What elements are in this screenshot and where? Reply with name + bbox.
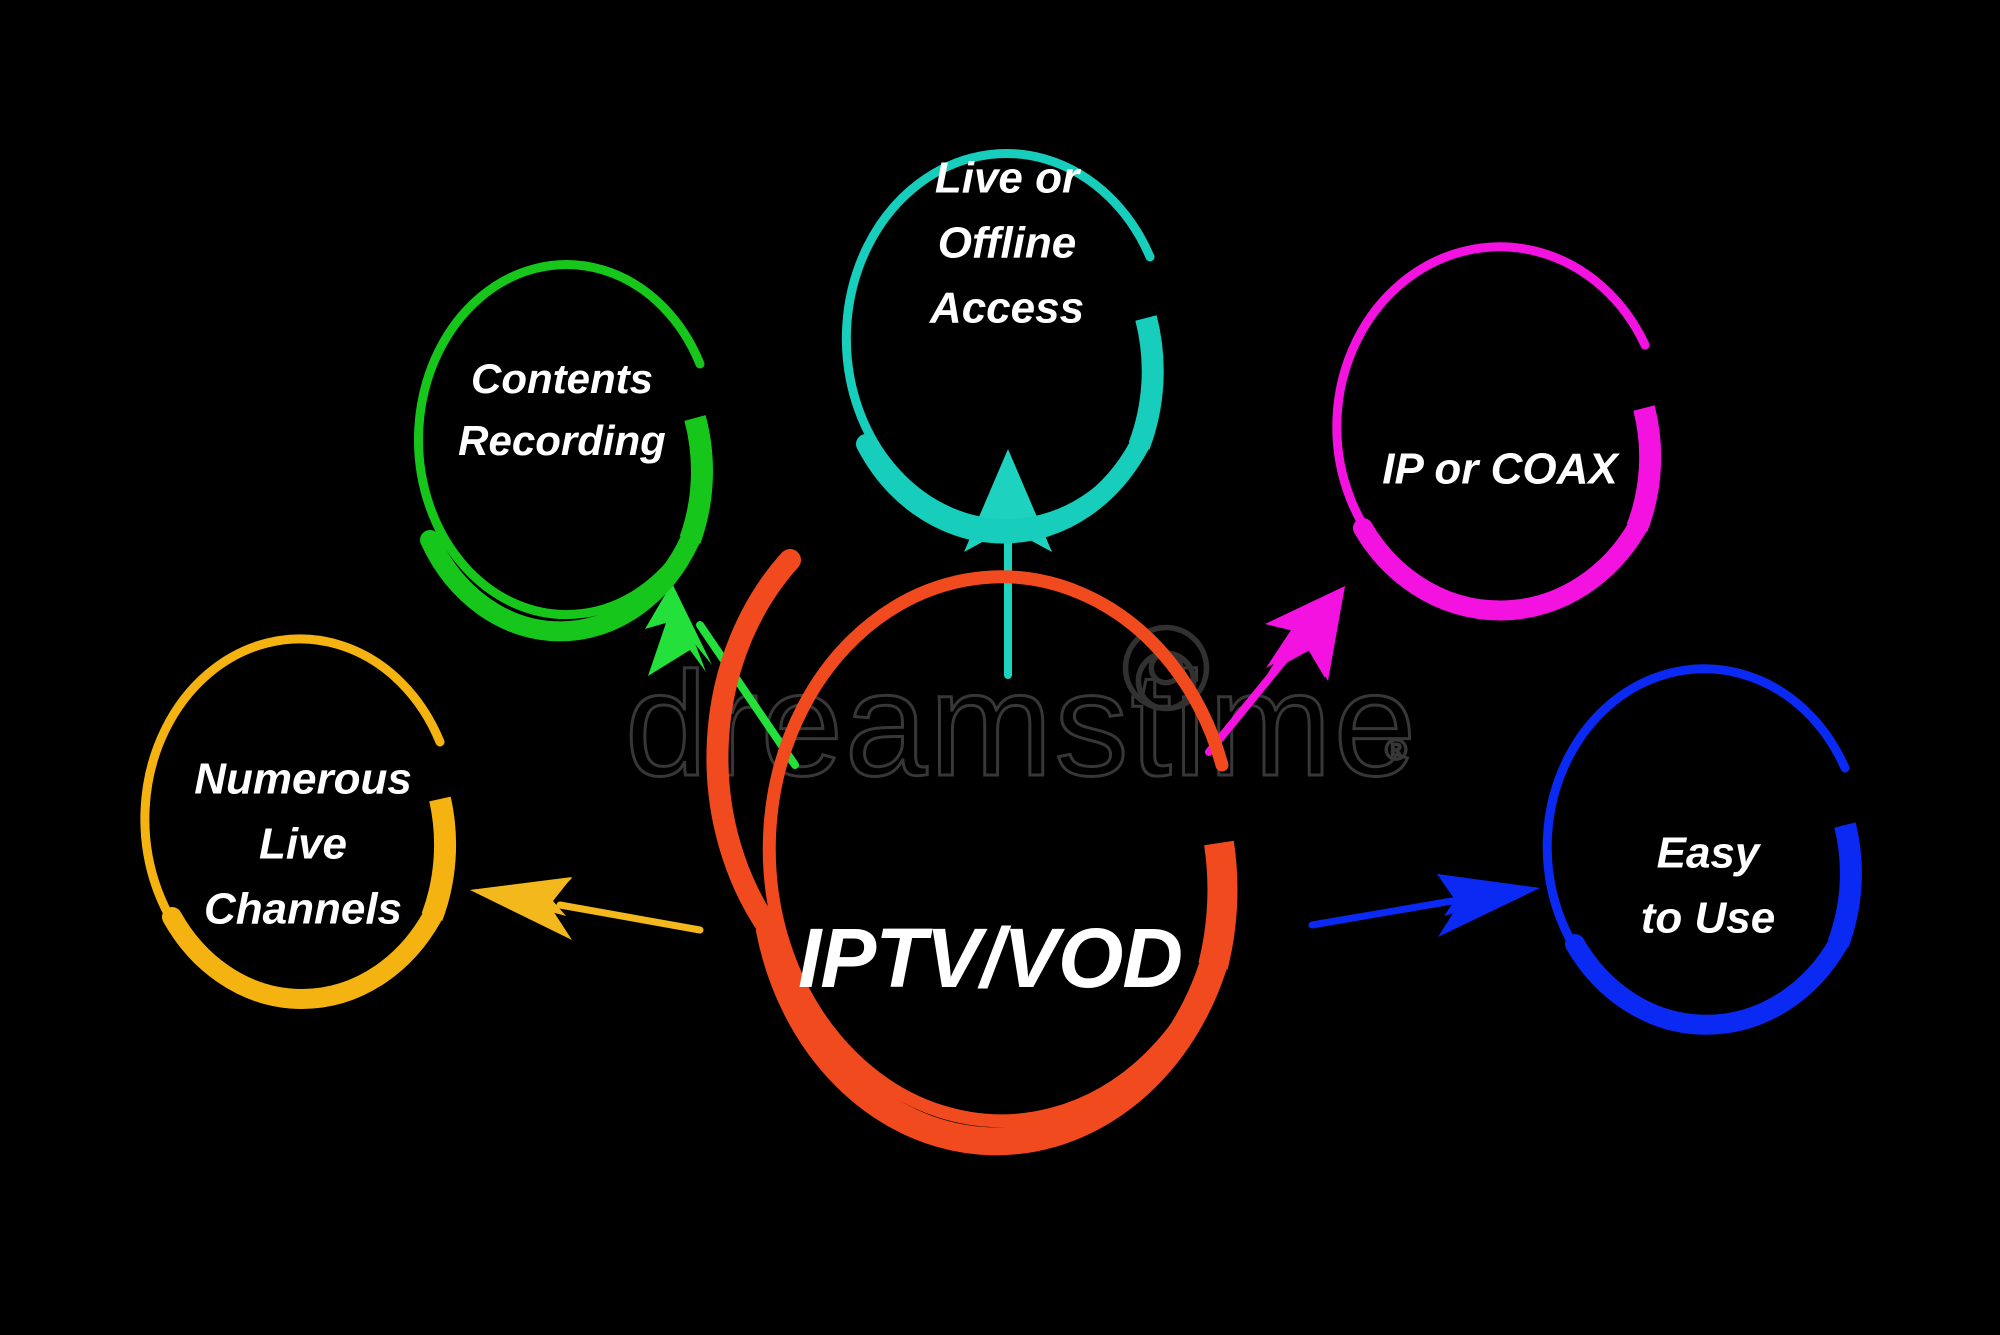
node-label-line: IP or COAX [1382, 445, 1620, 494]
arrow-to-contents-recording [645, 583, 799, 769]
node-center-iptv-vod[interactable]: IPTV/VOD [706, 549, 1238, 1156]
ring-arc-thick-easy-to-use [1827, 822, 1862, 948]
ring-arc-bottom-numerous-live-channels [162, 907, 442, 1009]
ring-arc-bottom-easy-to-use [1565, 934, 1848, 1035]
dreamstime-watermark: dreamstime ® [624, 624, 1418, 809]
node-label-line: Contents [471, 355, 653, 402]
node-label-line: to Use [1641, 894, 1775, 943]
ring-arc-thick-contents-recording [679, 415, 713, 544]
ring-arc-left-center [706, 549, 801, 941]
ring-arc-bottom-ip-or-coax [1353, 518, 1647, 621]
node-numerous-live-channels[interactable]: Numerous Live Channels [140, 634, 457, 1009]
ring-arc-bottom-center [756, 916, 1227, 1156]
ring-arc-thick-center [1198, 840, 1238, 970]
node-label-line: Live or [935, 154, 1082, 203]
ring-arc-bottom-live-or-offline-access [856, 434, 1149, 544]
node-label-line: Easy [1657, 829, 1762, 878]
node-easy-to-use[interactable]: Easy to Use [1542, 664, 1862, 1035]
ring-arc-thin-contents-recording [414, 260, 705, 620]
node-label-line: Channels [204, 885, 402, 934]
arrow-to-numerous-live-channels [470, 877, 704, 940]
node-label-line: Numerous [194, 755, 412, 804]
ring-arc-thick-ip-or-coax [1626, 405, 1662, 532]
node-ip-or-coax[interactable]: IP or COAX [1332, 242, 1662, 621]
watermark-registered-mark: ® [1385, 734, 1407, 767]
ring-arc-thin-center [762, 570, 1229, 1128]
ring-arc-bottom-contents-recording [420, 530, 700, 642]
ring-arc-thick-numerous-live-channels [421, 796, 457, 921]
arrow-to-ip-or-coax [1205, 586, 1345, 756]
arrow-to-easy-to-use [1308, 874, 1540, 937]
node-contents-recording[interactable]: Contents Recording [414, 260, 713, 642]
node-label-line: Live [259, 820, 347, 869]
node-label-line: Access [929, 284, 1084, 333]
dreamstime-spiral-logo [1122, 624, 1210, 712]
node-label-line: Offline [938, 219, 1077, 268]
ring-arc-thick-live-or-offline-access [1128, 315, 1164, 450]
node-label-line: Recording [458, 417, 666, 464]
node-live-or-offline-access[interactable]: Live or Offline Access [841, 149, 1164, 544]
watermark-text: dreamstime [625, 642, 1418, 807]
center-node-label: IPTV/VOD [798, 911, 1182, 1005]
